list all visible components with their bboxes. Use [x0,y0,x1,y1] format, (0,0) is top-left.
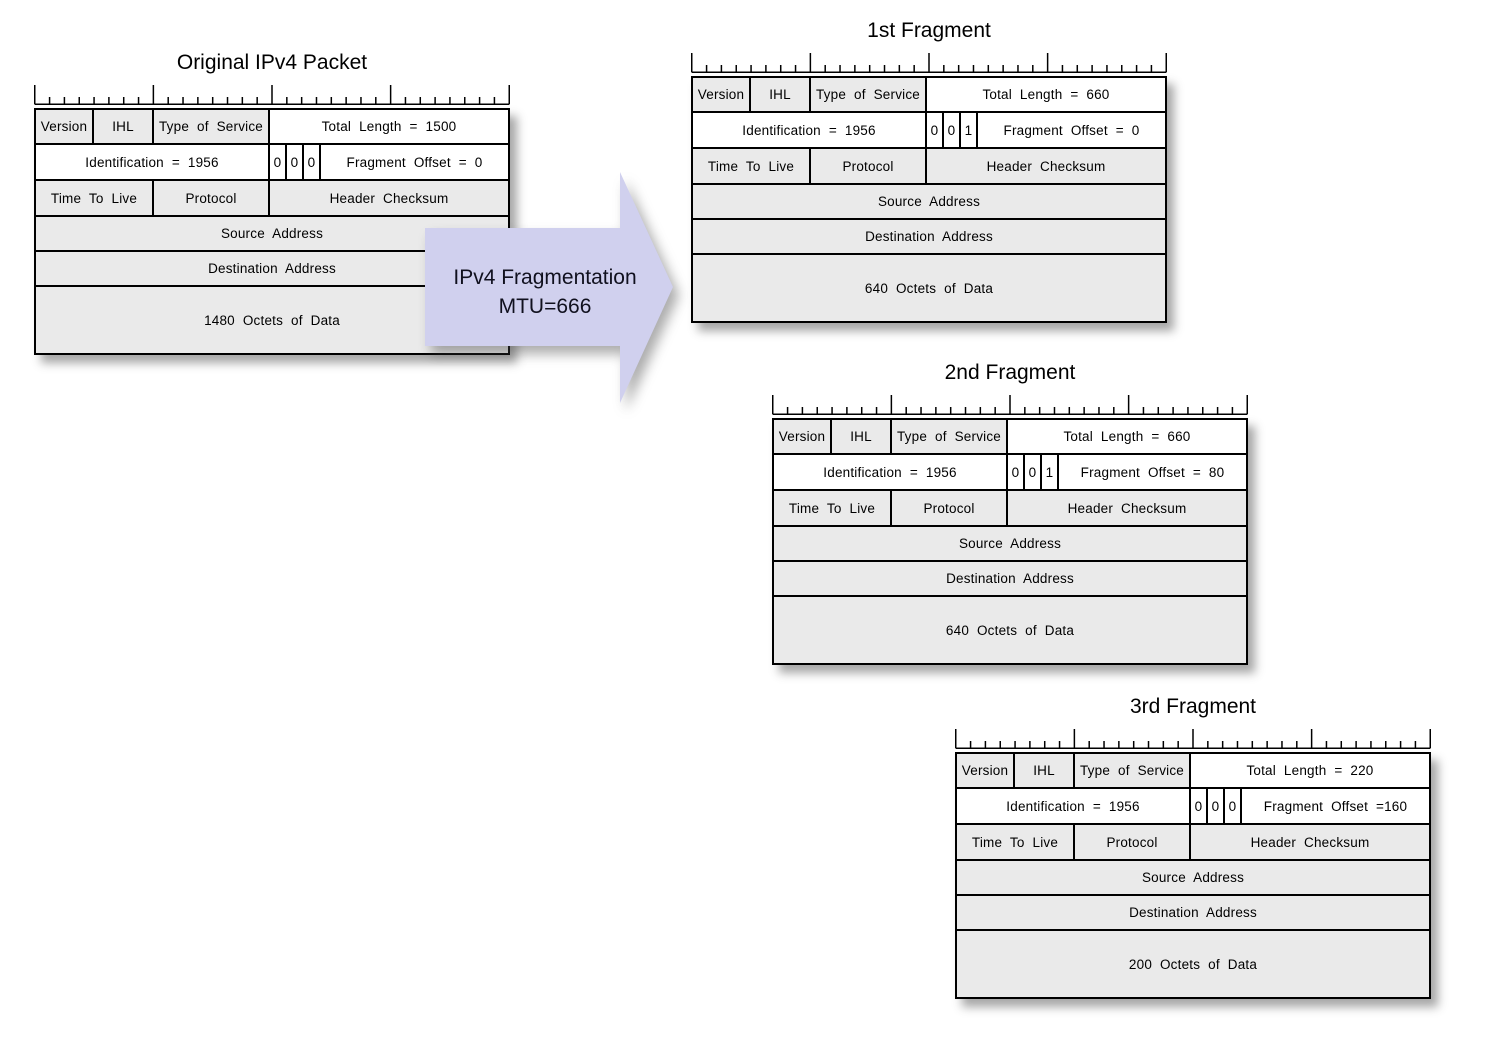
version-field: Version [693,78,749,111]
fragment-offset-field: Fragment Offset = 0 [319,145,508,179]
arrow-label-line2: MTU=666 [498,295,592,318]
ihl-field: IHL [92,110,152,143]
packet-table: Version IHL Type of Service Total Length… [955,752,1431,999]
arrow-polygon [425,172,673,403]
identification-field: Identification = 1956 [693,113,925,147]
header-row-3: Time To Live Protocol Header Checksum [36,179,508,215]
total-length-field: Total Length = 1500 [268,110,508,143]
protocol-field: Protocol [809,149,925,183]
type-of-service-field: Type of Service [152,110,268,143]
header-row-1: Version IHL Type of Service Total Length… [693,78,1165,111]
packet-title: Original IPv4 Packet [176,51,368,74]
packet-title: 3rd Fragment [1129,695,1257,718]
source-address-row: Source Address [774,525,1246,560]
packet-title: 2nd Fragment [944,361,1076,384]
version-field: Version [36,110,92,143]
time-to-live-field: Time To Live [774,491,890,525]
fragmentation-arrow-icon [425,172,673,403]
destination-address-row: Destination Address [774,560,1246,595]
type-of-service-field: Type of Service [809,78,925,111]
bit-ruler [955,729,1431,749]
time-to-live-field: Time To Live [693,149,809,183]
header-row-2: Identification = 1956 0 0 1 Fragment Off… [774,453,1246,489]
flag-bit-1: 0 [942,113,959,147]
protocol-field: Protocol [890,491,1006,525]
header-row-2: Identification = 1956 0 0 0 Fragment Off… [36,143,508,179]
total-length-field: Total Length = 660 [925,78,1165,111]
packet-diagram-fragment-1: 1st Fragment Version IHL Type of Service… [691,17,1167,323]
fragment-offset-field: Fragment Offset = 80 [1057,455,1246,489]
flag-bit-1: 0 [1023,455,1040,489]
data-payload-field: 640 Octets of Data [774,597,1246,663]
source-address-field: Source Address [957,861,1429,894]
arrow-label-line1: IPv4 Fragmentation [453,266,637,289]
bit-ruler [34,85,510,105]
flag-bit-0: 0 [925,113,942,147]
flag-bit-1: 0 [285,145,302,179]
packet-title: 1st Fragment [867,19,991,42]
fragment-offset-field: Fragment Offset =160 [1240,789,1429,823]
packet-table: Version IHL Type of Service Total Length… [691,76,1167,323]
destination-address-field: Destination Address [957,896,1429,929]
time-to-live-field: Time To Live [36,181,152,215]
time-to-live-field: Time To Live [957,825,1073,859]
flag-bit-0: 0 [1006,455,1023,489]
total-length-field: Total Length = 660 [1006,420,1246,453]
header-checksum-field: Header Checksum [1006,491,1246,525]
flag-bit-0: 0 [268,145,285,179]
data-payload-row: 200 Octets of Data [957,929,1429,997]
source-address-field: Source Address [693,185,1165,218]
header-checksum-field: Header Checksum [1189,825,1429,859]
type-of-service-field: Type of Service [890,420,1006,453]
protocol-field: Protocol [1073,825,1189,859]
source-address-field: Source Address [774,527,1246,560]
header-row-1: Version IHL Type of Service Total Length… [774,420,1246,453]
bit-ruler [691,53,1167,73]
destination-address-row: Destination Address [693,218,1165,253]
identification-field: Identification = 1956 [957,789,1189,823]
destination-address-field: Destination Address [693,220,1165,253]
fragment-offset-field: Fragment Offset = 0 [976,113,1165,147]
data-payload-row: 640 Octets of Data [774,595,1246,663]
header-checksum-field: Header Checksum [268,181,508,215]
header-row-3: Time To Live Protocol Header Checksum [774,489,1246,525]
bit-ruler [772,395,1248,415]
flag-bit-0: 0 [1189,789,1206,823]
version-field: Version [957,754,1013,787]
type-of-service-field: Type of Service [1073,754,1189,787]
packet-table: Version IHL Type of Service Total Length… [772,418,1248,665]
header-row-2: Identification = 1956 0 0 0 Fragment Off… [957,787,1429,823]
source-address-row: Source Address [693,183,1165,218]
header-row-1: Version IHL Type of Service Total Length… [36,110,508,143]
data-payload-field: 200 Octets of Data [957,931,1429,997]
ihl-field: IHL [1013,754,1073,787]
fragmentation-arrow-label: IPv4 Fragmentation MTU=666 [425,263,665,321]
flag-bit-2: 1 [1040,455,1057,489]
identification-field: Identification = 1956 [36,145,268,179]
flag-bit-2: 1 [959,113,976,147]
ihl-field: IHL [749,78,809,111]
destination-address-row: Destination Address [957,894,1429,929]
identification-field: Identification = 1956 [774,455,1006,489]
data-payload-row: 640 Octets of Data [693,253,1165,321]
packet-diagram-fragment-2: 2nd Fragment Version IHL Type of Service… [772,359,1248,665]
total-length-field: Total Length = 220 [1189,754,1429,787]
ihl-field: IHL [830,420,890,453]
header-row-3: Time To Live Protocol Header Checksum [693,147,1165,183]
packet-diagram-fragment-3: 3rd Fragment Version IHL Type of Service… [955,693,1431,999]
header-checksum-field: Header Checksum [925,149,1165,183]
data-payload-field: 640 Octets of Data [693,255,1165,321]
protocol-field: Protocol [152,181,268,215]
header-row-2: Identification = 1956 0 0 1 Fragment Off… [693,111,1165,147]
version-field: Version [774,420,830,453]
source-address-row: Source Address [957,859,1429,894]
destination-address-field: Destination Address [774,562,1246,595]
header-row-3: Time To Live Protocol Header Checksum [957,823,1429,859]
flag-bit-2: 0 [1223,789,1240,823]
header-row-1: Version IHL Type of Service Total Length… [957,754,1429,787]
flag-bit-1: 0 [1206,789,1223,823]
flag-bit-2: 0 [302,145,319,179]
